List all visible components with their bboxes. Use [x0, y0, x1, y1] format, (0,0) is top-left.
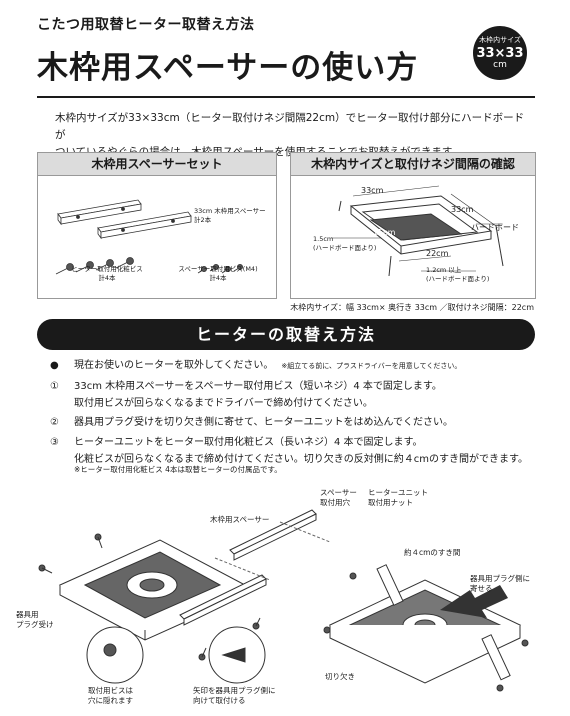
subtitle: こたつ用取替ヒーター取替え方法: [37, 17, 255, 33]
label-spacer-hole: スペーサー 取付用穴: [320, 488, 357, 507]
label-plug-receiver: 器具用 プラグ受け: [16, 610, 54, 629]
dim-1-5: 1.5cm: [313, 235, 334, 243]
step-1: ① 33cm 木枠用スペーサーをスペーサー取付用ビス（短いネジ）4 本で固定します…: [50, 378, 442, 395]
step-2-marker: ②: [50, 417, 59, 428]
heater-unit-icon: [58, 539, 247, 641]
long-screw-count: 計4本: [98, 274, 116, 282]
size-badge: 木枠内サイズ 33×33 cm: [473, 26, 527, 80]
zoom-hidden-screw-icon: [86, 626, 144, 684]
step-2: ② 器具用プラグ受けを切り欠き側に寄せて、ヒーターユニットをはめ込んでください。: [50, 414, 453, 431]
intro-line-1: 木枠内サイズが33×33cm（ヒーター取付けネジ間隔22cm）でヒーター取付け部…: [55, 112, 525, 141]
step-3-marker: ③: [50, 437, 59, 448]
zoom-arrow-icon: [208, 626, 266, 684]
step-0: ● 現在お使いのヒーターを取外してください。 ※組立てる前に、プラスドライバーを用意…: [50, 357, 461, 375]
spacer-bar-icon: [57, 199, 192, 240]
step-3-text: ヒーターユニットをヒーター取付用化粧ビス（長いネジ）4 本で固定します。: [74, 437, 423, 448]
badge-label: 木枠内サイズ: [479, 36, 521, 44]
long-screw-label: ヒーター取付用化粧ビス 計4本: [52, 265, 162, 283]
label-plug-side: 器具用プラグ側に 寄せる: [470, 574, 530, 593]
label-heater-nut: ヒーターユニット 取付用ナット: [368, 488, 428, 507]
dim-1-5-note: (ハードボード面より): [313, 244, 377, 252]
spacer-bar-diagram-icon: [179, 509, 317, 626]
step-3: ③ ヒーターユニットをヒーター取付用化粧ビス（長いネジ）4 本で固定します。: [50, 434, 423, 451]
screw-right-icon: [323, 572, 529, 692]
label-gap-4cm: 約４cmのすき間: [404, 548, 461, 557]
size-check-panel: 木枠内サイズと取付けネジ間隔の確認 33cm 33cm 15cm ハードボード: [290, 152, 536, 299]
dim-1-5-label: 1.5cm (ハードボード面より): [313, 235, 376, 253]
step-note: ※ヒーター取付用化粧ビス 4本は取替ヒーターの付属品です。: [74, 465, 282, 474]
step-3-sub: 化粧ビスが回らなくなるまで締め付けてください。切り欠きの反対側に約４cmのすき間…: [74, 454, 528, 465]
step-0-text: 現在お使いのヒーターを取外してください。: [74, 360, 274, 371]
step-1-marker: ①: [50, 381, 59, 392]
section-title: ヒーターの取替え方法: [37, 319, 535, 350]
step-1-text: 33cm 木枠用スペーサーをスペーサー取付用ビス（短いネジ）4 本で固定します。: [74, 381, 442, 392]
screw-diagram-icon: [38, 533, 261, 661]
step-2-text: 器具用プラグ受けを切り欠き側に寄せて、ヒーターユニットをはめ込んでください。: [74, 417, 453, 428]
step-0-note: ※組立てる前に、プラスドライバーを用意してください。: [281, 362, 462, 370]
dim-33-side: 33cm: [451, 205, 474, 214]
label-notch: 切り欠き: [325, 672, 355, 681]
spacer-set-panel: 木枠用スペーサーセット 33cm: [37, 152, 277, 299]
dim-33-top: 33cm: [361, 186, 384, 195]
badge-unit: cm: [493, 60, 507, 70]
spacer-label: 33cm 木枠用スペーサー 計2本: [194, 207, 266, 225]
label-hidden-screw: 取付用ビスは 穴に隠れます: [88, 686, 133, 705]
badge-size: 33×33: [476, 46, 524, 61]
insert-arrow-icon: [440, 585, 508, 618]
short-screw-label: スペーサー取付用ビス(M4) 計4本: [168, 265, 268, 283]
dim-1-2: 1.2cm 以上: [426, 266, 462, 274]
long-screw-icon: [55, 257, 134, 275]
page-title: 木枠用スペーサーの使い方: [37, 50, 419, 86]
hardboard-label: ハードボード: [471, 223, 519, 232]
short-screw-icon: [197, 264, 243, 274]
spacer-set-title: 木枠用スペーサーセット: [38, 153, 276, 176]
spacer-count: 計2本: [194, 216, 212, 224]
dim-22: 22cm: [426, 249, 449, 258]
label-spacer: 木枠用スペーサー: [210, 515, 270, 524]
dim-1-2-label: 1.2cm 以上 (ハードボード面より): [426, 266, 489, 284]
long-screw-label-text: ヒーター取付用化粧ビス: [71, 265, 143, 273]
spacer-set-illustration: [55, 199, 243, 275]
label-arrow-hint: 矢印を器具用プラグ側に 向けて取付ける: [193, 686, 276, 705]
step-1-sub: 取付用ビスが回らなくなるまでドライバーで締め付けてください。: [74, 398, 373, 409]
size-check-title: 木枠内サイズと取付けネジ間隔の確認: [291, 153, 535, 176]
dim-15: 15cm: [373, 228, 396, 237]
dim-1-2-note: (ハードボード面より): [426, 275, 490, 283]
assembly-diagram: [38, 509, 529, 692]
spacer-label-text: 33cm 木枠用スペーサー: [194, 207, 266, 215]
frame-dimension-diagram: [331, 185, 504, 277]
short-screw-label-text: スペーサー取付用ビス(M4): [178, 265, 258, 273]
size-caption: 木枠内サイズ：幅 33cm× 奥行き 33cm ／取付けネジ間隔：22cm: [290, 303, 534, 312]
title-divider: [37, 96, 535, 98]
short-screw-count: 計4本: [209, 274, 227, 282]
step-0-marker: ●: [50, 360, 59, 371]
